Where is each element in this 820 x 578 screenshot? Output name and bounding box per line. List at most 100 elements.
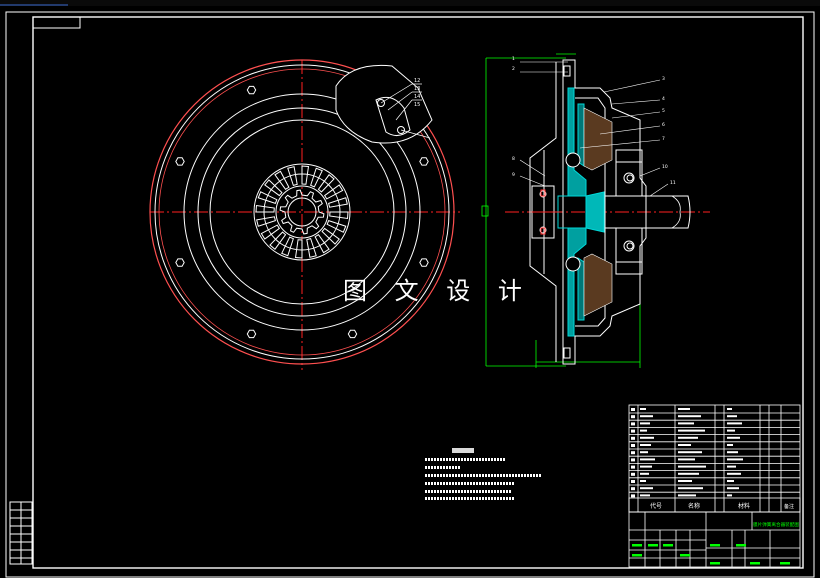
hub-slot bbox=[255, 204, 275, 213]
note-glyph bbox=[428, 497, 430, 500]
note-glyph bbox=[440, 497, 442, 500]
note-glyph bbox=[479, 458, 481, 461]
note-glyph bbox=[479, 482, 481, 485]
parts-index-mark bbox=[631, 494, 635, 498]
parts-index-mark bbox=[631, 422, 635, 426]
note-glyph bbox=[518, 474, 520, 477]
callout-1: 1 bbox=[512, 56, 515, 62]
parts-cell-mark bbox=[727, 444, 733, 446]
parts-cell-mark bbox=[640, 465, 652, 468]
col-code-label: 代号 bbox=[650, 502, 662, 510]
hub-slot bbox=[256, 216, 276, 227]
note-glyph bbox=[455, 497, 457, 500]
note-glyph bbox=[503, 497, 505, 500]
note-glyph bbox=[497, 490, 499, 493]
note-glyph bbox=[488, 474, 490, 477]
note-glyph bbox=[485, 482, 487, 485]
note-glyph bbox=[500, 458, 502, 461]
note-glyph bbox=[500, 482, 502, 485]
note-glyph bbox=[443, 474, 445, 477]
note-glyph bbox=[509, 497, 511, 500]
note-glyph bbox=[437, 482, 439, 485]
note-glyph bbox=[425, 490, 427, 493]
parts-cell-mark bbox=[640, 429, 647, 432]
parts-cell-mark bbox=[727, 458, 743, 461]
note-glyph bbox=[428, 490, 430, 493]
callout-3: 3 bbox=[662, 76, 665, 82]
note-glyph bbox=[494, 458, 496, 461]
note-glyph bbox=[425, 458, 427, 461]
note-glyph bbox=[479, 490, 481, 493]
parts-cell-mark bbox=[678, 487, 703, 490]
parts-cell-mark bbox=[727, 451, 738, 454]
note-glyph bbox=[533, 474, 535, 477]
parts-cell-mark bbox=[640, 451, 648, 454]
note-glyph bbox=[440, 458, 442, 461]
note-glyph bbox=[446, 458, 448, 461]
note-glyph bbox=[428, 458, 430, 461]
note-glyph bbox=[443, 497, 445, 500]
parts-index-mark bbox=[631, 480, 635, 483]
note-glyph bbox=[479, 497, 481, 500]
title-cell-mark bbox=[750, 562, 760, 565]
technical-notes bbox=[425, 448, 541, 500]
note-glyph bbox=[449, 466, 451, 469]
parts-cell-mark bbox=[640, 436, 654, 439]
note-glyph bbox=[449, 482, 451, 485]
bolt-hole bbox=[246, 329, 257, 339]
note-glyph bbox=[482, 458, 484, 461]
parts-cell-mark bbox=[678, 415, 701, 418]
parts-cell-mark bbox=[640, 458, 655, 461]
callout-5: 5 bbox=[662, 108, 665, 114]
note-glyph bbox=[491, 490, 493, 493]
note-glyph bbox=[461, 474, 463, 477]
title-cell-mark bbox=[780, 562, 790, 565]
note-glyph bbox=[458, 474, 460, 477]
note-glyph bbox=[476, 458, 478, 461]
parts-cell-mark bbox=[678, 429, 705, 432]
parts-index-mark bbox=[631, 415, 635, 419]
note-glyph bbox=[494, 474, 496, 477]
parts-cell-mark bbox=[727, 480, 734, 482]
parts-index-mark bbox=[631, 458, 635, 462]
note-glyph bbox=[440, 490, 442, 493]
note-glyph bbox=[488, 482, 490, 485]
note-glyph bbox=[461, 490, 463, 493]
note-glyph bbox=[497, 482, 499, 485]
parts-cell-mark bbox=[640, 472, 649, 475]
parts-cell-mark bbox=[727, 494, 732, 497]
note-glyph bbox=[470, 490, 472, 493]
title-cell-mark bbox=[632, 544, 642, 547]
note-glyph bbox=[458, 482, 460, 485]
parts-cell-mark bbox=[640, 415, 653, 418]
callout-6: 6 bbox=[662, 122, 665, 128]
note-glyph bbox=[437, 458, 439, 461]
note-glyph bbox=[482, 490, 484, 493]
note-glyph bbox=[539, 474, 541, 477]
note-glyph bbox=[509, 474, 511, 477]
note-glyph bbox=[473, 474, 475, 477]
note-glyph bbox=[488, 497, 490, 500]
hub-slot bbox=[317, 174, 335, 193]
note-glyph bbox=[458, 490, 460, 493]
spline-profile bbox=[279, 189, 325, 235]
callout-12: 12 bbox=[414, 78, 420, 84]
hub-slot bbox=[321, 227, 340, 245]
callout-2: 2 bbox=[512, 66, 515, 72]
note-glyph bbox=[434, 474, 436, 477]
note-glyph bbox=[476, 474, 478, 477]
note-glyph bbox=[473, 497, 475, 500]
note-glyph bbox=[530, 474, 532, 477]
title-cell-mark bbox=[663, 544, 673, 547]
parts-cell-mark bbox=[678, 494, 696, 497]
parts-cell-mark bbox=[678, 422, 694, 425]
note-glyph bbox=[476, 482, 478, 485]
title-block bbox=[628, 497, 801, 568]
note-glyph bbox=[506, 490, 508, 493]
note-glyph bbox=[425, 474, 427, 477]
hub-slot bbox=[274, 170, 290, 191]
parts-index-mark bbox=[631, 408, 635, 411]
parts-cell-mark bbox=[727, 472, 741, 475]
title-cell-mark bbox=[632, 554, 642, 557]
note-glyph bbox=[452, 466, 454, 469]
